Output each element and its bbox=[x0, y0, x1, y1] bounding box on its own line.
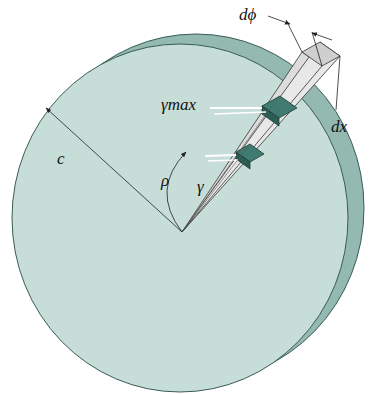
wedge-element bbox=[182, 42, 340, 232]
radius-label: ρ bbox=[160, 172, 170, 189]
max-strain-label: γmax bbox=[160, 96, 197, 113]
radius-label: c bbox=[56, 150, 66, 167]
strain-label: γ bbox=[196, 178, 205, 195]
dimension-lines bbox=[46, 16, 340, 232]
angle-label: dϕ bbox=[238, 6, 257, 23]
length-label: dx bbox=[330, 118, 348, 135]
